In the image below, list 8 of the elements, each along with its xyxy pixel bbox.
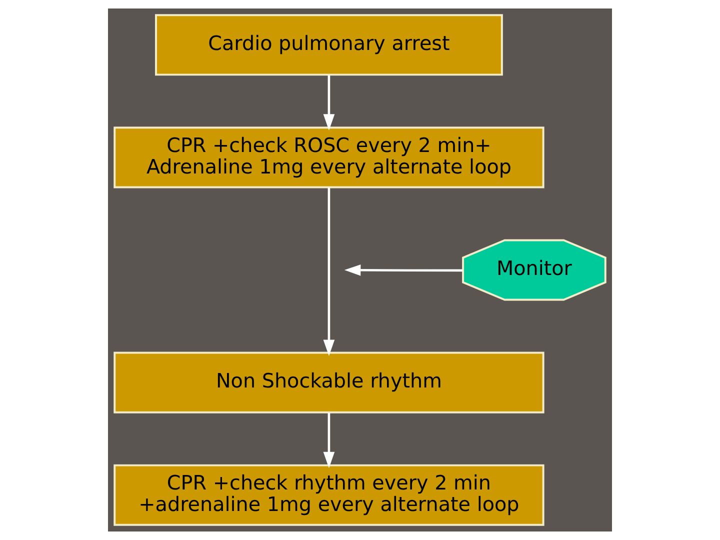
arrow (323, 412, 335, 468)
arrow (323, 75, 335, 130)
arrow (323, 188, 335, 356)
node-box: CPR +check ROSC every 2 min+ Adrenaline 1mg every alternate loop (114, 126, 544, 188)
node-box: Cardio pulmonary arrest (155, 14, 503, 76)
arrow (344, 264, 463, 276)
node-box: Non Shockable rhythm (114, 352, 544, 414)
node-box: CPR +check rhythm every 2 min +adrenaline 1mg every alternate loop (114, 464, 544, 526)
